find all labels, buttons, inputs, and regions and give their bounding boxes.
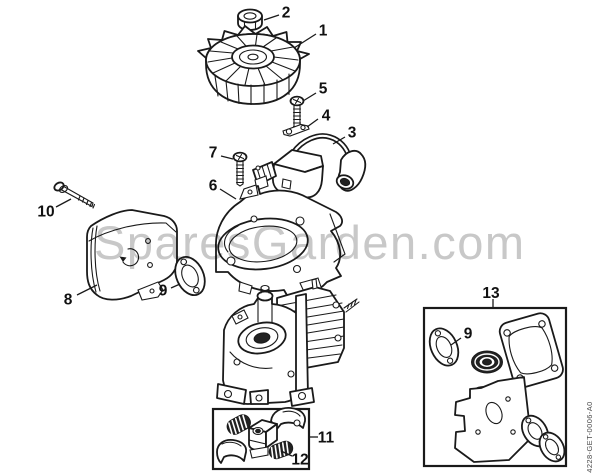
leader-1 [293,33,317,49]
leader-3 [332,136,346,145]
callout-7-screw: 7 [209,145,218,162]
callout-2-nut: 2 [282,5,291,22]
ignition-module [252,133,367,199]
crankcase-sheet-gasket [454,376,532,463]
cylinder-gasket [498,312,564,389]
callout-6-baffle: 6 [209,178,218,195]
clutch-spring-1 [226,414,251,436]
clutch-kit-box [211,407,311,471]
callout-4-washer: 4 [322,108,331,125]
watermark-text: SparesGarden.com [94,216,526,269]
leader-8 [76,284,98,296]
screw-coil [232,151,248,187]
callout-leaders [55,14,494,457]
leader-4 [306,118,319,128]
cylinder-crankcase-assembly [216,278,360,407]
callout-11-clutch-kit: 11 [318,430,335,447]
callout-1-flywheel: 1 [319,23,328,40]
document-code: 4228-GET-0006-A0 [585,401,594,472]
callout-8-muffler: 8 [64,292,73,309]
front-strap [295,293,309,404]
clutch-shoe-2 [216,439,247,464]
washer-plate [282,123,310,137]
callout-10-bolt: 10 [37,204,54,221]
leader-9 [170,283,181,289]
crankshaft-end [343,298,360,313]
callout-9-gasket-in-set: 9 [464,326,473,343]
oil-seal-1 [471,350,503,374]
leader-6 [219,188,237,200]
gasket-set-muffler-gasket [428,327,460,367]
flywheel-cup-fins [214,73,290,106]
leader-2 [263,14,280,21]
leader-7 [220,155,234,160]
muffler-gasket [174,256,206,296]
leader-10 [55,198,72,208]
leader-5 [302,92,317,102]
collar-nut [237,8,263,31]
callout-13-gasket-set: 13 [482,285,500,302]
gasket-set-box [422,306,568,468]
muffler [86,209,178,301]
leader-9b [450,337,462,346]
muffler-flow-arrow [122,248,140,267]
leader-12 [280,450,293,457]
callout-labels: 1 2 3 4 5 6 7 8 9 10 11 12 13 9 [37,5,500,469]
flywheel-top-fins [207,33,299,86]
flange-gasket-2 [538,431,566,463]
callout-9-gasket: 9 [159,283,168,300]
callout-5-screw: 5 [319,81,328,98]
muffler-bolt [53,181,96,209]
flywheel [197,25,310,106]
callout-12-spring: 12 [291,452,308,469]
callout-3-ignition-module: 3 [348,125,357,142]
